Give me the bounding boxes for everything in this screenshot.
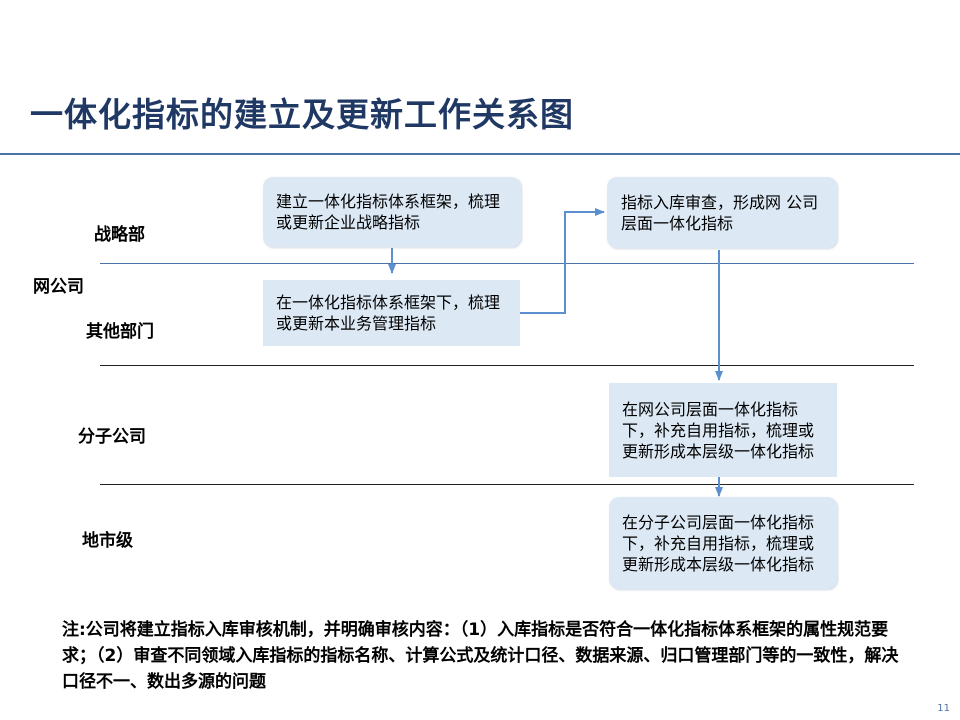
page-number: 11	[937, 703, 950, 714]
box-business-indicators: 在一体化指标体系框架下，梳理或更新本业务管理指标	[263, 280, 520, 346]
box-city-indicators-text: 在分子公司层面一体化指标下，补充自用指标，梳理或更新形成本层级一体化指标	[622, 512, 815, 574]
box-subsidiary-indicators: 在网公司层面一体化指标下，补充自用指标，梳理或更新形成本层级一体化指标	[609, 383, 837, 477]
box-subsidiary-indicators-text: 在网公司层面一体化指标下，补充自用指标，梳理或更新形成本层级一体化指标	[622, 399, 815, 461]
box-city-indicators: 在分子公司层面一体化指标下，补充自用指标，梳理或更新形成本层级一体化指标	[609, 497, 837, 589]
footnote: 注:公司将建立指标入库审核机制，并明确审核内容：（1）入库指标是否符合一体化指标…	[62, 620, 899, 692]
box-review-intake: 指标入库审查，形成网 公司层面一体化指标	[607, 177, 837, 248]
row-label-subsidiary: 分子公司	[78, 427, 146, 447]
row-label-city-level: 地市级	[82, 531, 133, 551]
row-label-strategy: 战略部	[94, 225, 145, 245]
box-business-indicators-text: 在一体化指标体系框架下，梳理或更新本业务管理指标	[276, 293, 501, 333]
arrow-b2-to-b3	[520, 208, 605, 314]
lane-separator-net-company	[100, 365, 914, 366]
title-divider	[0, 153, 960, 155]
lane-separator-strategy	[100, 263, 914, 264]
lane-separator-subsidiary	[100, 484, 914, 485]
row-label-other-depts: 其他部门	[86, 322, 154, 342]
row-label-net-company: 网公司	[33, 277, 84, 297]
box-build-framework: 建立一体化指标体系框架，梳理或更新企业战略指标	[263, 177, 521, 247]
page-title: 一体化指标的建立及更新工作关系图	[30, 95, 574, 134]
box-review-intake-text: 指标入库审查，形成网 公司层面一体化指标	[621, 192, 819, 233]
box-build-framework-text: 建立一体化指标体系框架，梳理或更新企业战略指标	[276, 192, 501, 232]
